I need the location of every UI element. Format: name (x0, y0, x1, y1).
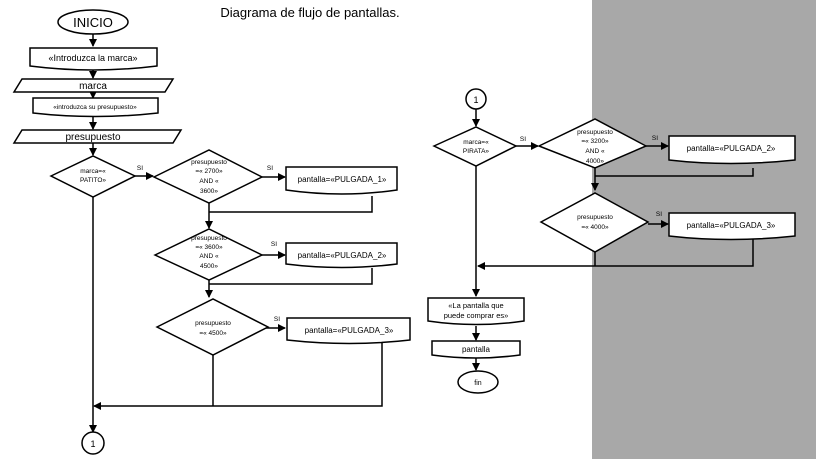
decision-1-line: AND « (199, 178, 219, 185)
output-right-1-label: pantalla=«PULGADA_2» (687, 144, 776, 153)
input-budget-parallelogram (12, 129, 183, 144)
decision-3-line: presupuesto (195, 320, 231, 327)
output-box-right-2 (668, 212, 796, 241)
decision-brand (49, 155, 137, 198)
display-message-line: puede comprar es» (444, 311, 509, 320)
start-label: INICIO (73, 15, 113, 30)
decision-right-1-line: presupuesto (577, 129, 613, 136)
si-label: SI (656, 211, 662, 218)
connector-right-label: 1 (473, 95, 478, 105)
decision-budget-right-1 (537, 118, 648, 169)
display-message-box (427, 297, 525, 326)
prompt-budget-box (32, 97, 159, 118)
output-2-label: pantalla=«PULGADA_2» (298, 251, 387, 260)
start-terminal (57, 9, 129, 35)
decision-2-line: AND « (199, 253, 219, 260)
decision-2-line: 4500» (200, 263, 218, 270)
document-page-bottom (0, 443, 592, 459)
decision-1-line: presupuesto (191, 159, 227, 166)
si-label: SI (520, 136, 526, 143)
output-box-right-1 (668, 135, 796, 165)
output-1-label: pantalla=«PULGADA_1» (298, 175, 387, 184)
si-label: SI (274, 316, 280, 323)
diagram-title: Diagrama de flujo de pantallas. (220, 5, 399, 20)
display-variable-box (431, 340, 521, 359)
decision-budget-right-2 (539, 192, 650, 253)
decision-budget-2 (153, 228, 264, 281)
decision-brand-right-line: marca=« (463, 139, 489, 146)
decision-right-1-line: AND « (585, 148, 605, 155)
prompt-brand-label: «Introduzca la marca» (48, 53, 137, 63)
end-terminal (457, 370, 499, 394)
decision-brand-line: PATITO» (80, 177, 106, 184)
decision-3-line: =« 4500» (199, 330, 227, 337)
decision-brand-right-line: PIRATA» (463, 148, 490, 155)
prompt-budget-label: «introduzca su presupuesto» (53, 104, 137, 111)
si-label: SI (652, 135, 658, 142)
display-variable-label: pantalla (462, 345, 491, 354)
offpage-connector-right (465, 88, 487, 110)
decision-budget-3 (155, 298, 270, 356)
decision-brand-right (432, 126, 518, 167)
si-label: SI (271, 241, 277, 248)
decision-brand-line: marca=« (80, 168, 106, 175)
input-budget-label: presupuesto (65, 132, 120, 143)
output-box-2 (285, 242, 398, 269)
document-page (0, 0, 592, 443)
decision-right-2-line: =« 4000» (581, 224, 609, 231)
decision-2-line: =« 3600» (195, 244, 223, 251)
si-label: SI (267, 165, 273, 172)
connector-left-label: 1 (90, 439, 95, 449)
decision-1-line: 3600» (200, 188, 218, 195)
decision-budget-1 (152, 149, 264, 204)
decision-right-1-line: =« 3200» (581, 138, 609, 145)
end-label: fin (474, 380, 482, 387)
output-3-label: pantalla=«PULGADA_3» (305, 326, 394, 335)
display-message-line: «La pantalla que (448, 301, 503, 310)
input-brand-parallelogram (12, 78, 175, 93)
prompt-brand-box (29, 47, 158, 71)
decision-2-line: presupuesto (191, 235, 227, 242)
output-right-2-label: pantalla=«PULGADA_3» (687, 221, 776, 230)
decision-1-line: =« 2700» (195, 168, 223, 175)
output-box-3 (286, 317, 411, 345)
offpage-connector-left (81, 431, 105, 455)
decision-right-1-line: 4000» (586, 158, 604, 165)
input-brand-label: marca (79, 81, 107, 92)
output-box-1 (285, 166, 398, 195)
decision-right-2-line: presupuesto (577, 214, 613, 221)
si-label: SI (137, 165, 143, 172)
